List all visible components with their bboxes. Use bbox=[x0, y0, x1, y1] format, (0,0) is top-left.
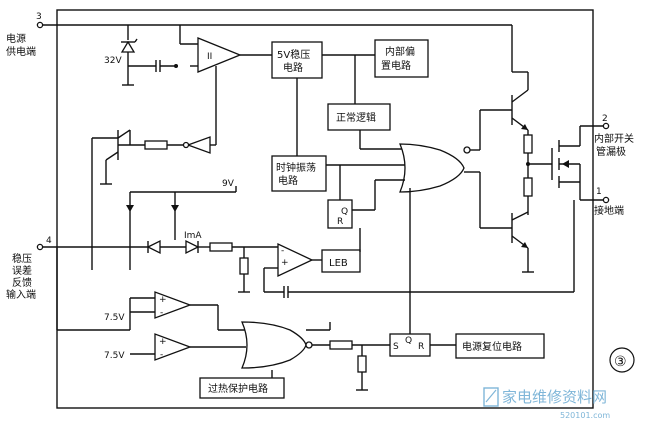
clock-label-2: 电路 bbox=[278, 174, 298, 187]
pin4-label-3: 反馈 bbox=[12, 276, 32, 289]
pin2-number: 2 bbox=[602, 114, 608, 124]
amplifier-label: II bbox=[207, 52, 212, 62]
watermark-brand: 家电维修资料网 bbox=[502, 388, 607, 406]
comparator bbox=[277, 242, 314, 278]
latch2-q-label: Q bbox=[405, 336, 412, 346]
pin1-number: 1 bbox=[596, 187, 602, 197]
comp2-minus: - bbox=[160, 350, 163, 360]
current-label: ImA bbox=[184, 231, 202, 241]
pin3-label-1: 电源 bbox=[6, 32, 26, 45]
comp3-plus: + bbox=[281, 258, 289, 268]
latch2-r-label: R bbox=[418, 342, 424, 352]
rs-latch-upper bbox=[327, 199, 353, 229]
latch-q-label: Q bbox=[341, 207, 348, 217]
normal-logic-label: 正常逻辑 bbox=[336, 111, 376, 124]
ref-7v5-upper-label: 7.5V bbox=[104, 313, 125, 323]
pin2-terminal bbox=[602, 122, 610, 130]
watermark-logo-icon bbox=[483, 387, 499, 407]
figure-number-circle bbox=[609, 347, 635, 373]
pin1-label: 接地端 bbox=[594, 204, 624, 217]
output-gate bbox=[399, 143, 465, 193]
comp2-plus: + bbox=[159, 337, 167, 347]
diode bbox=[185, 239, 200, 255]
rail-9v-label: 9V bbox=[222, 179, 235, 189]
latch2-s-label: S bbox=[393, 342, 399, 352]
thermal-label: 过热保护电路 bbox=[208, 382, 268, 395]
thermal-protection-block bbox=[199, 377, 285, 399]
regulator-label-2: 电路 bbox=[283, 61, 303, 74]
comparator-7v5-upper bbox=[154, 291, 192, 319]
pin4-terminal bbox=[36, 243, 44, 251]
latch-r-label: R bbox=[337, 217, 343, 227]
pin3-label-2: 供电端 bbox=[6, 45, 36, 58]
normal-logic-block bbox=[327, 103, 391, 131]
pin3-terminal bbox=[36, 21, 44, 29]
pin3-number: 3 bbox=[36, 12, 42, 22]
pin4-label-1: 稳压 bbox=[12, 252, 32, 265]
pin2-label-1: 内部开关 bbox=[594, 132, 634, 145]
zener-voltage-label: 32V bbox=[104, 56, 122, 66]
amplifier-ii bbox=[197, 37, 242, 73]
figure-number: ③ bbox=[614, 354, 627, 370]
fault-gate bbox=[241, 321, 307, 369]
bias-block bbox=[374, 39, 429, 78]
pin4-label-2: 误差 bbox=[12, 264, 32, 277]
comp3-minus: - bbox=[281, 246, 284, 256]
ref-7v5-lower-label: 7.5V bbox=[104, 351, 125, 361]
pin2-label-2: 管漏极 bbox=[596, 145, 626, 158]
comp1-minus: - bbox=[160, 308, 163, 318]
leb-block bbox=[321, 249, 361, 273]
pin1-terminal bbox=[602, 196, 610, 204]
pin4-label-4: 输入端 bbox=[6, 288, 36, 301]
regulator-label-1: 5V稳压 bbox=[277, 48, 310, 61]
watermark-url: 520101.com bbox=[560, 411, 610, 420]
clock-oscillator-block bbox=[271, 155, 327, 192]
ic-boundary bbox=[56, 9, 594, 409]
bias-label-1: 内部偏 bbox=[385, 45, 415, 58]
leb-label: LEB bbox=[329, 258, 348, 269]
reset-label: 电源复位电路 bbox=[462, 340, 522, 353]
comp1-plus: + bbox=[159, 295, 167, 305]
bias-label-2: 置电路 bbox=[381, 59, 411, 72]
pin4-number: 4 bbox=[46, 236, 52, 246]
reset-block bbox=[455, 333, 545, 359]
comparator-7v5-lower bbox=[154, 333, 192, 361]
clock-label-1: 时钟振荡 bbox=[276, 161, 316, 174]
